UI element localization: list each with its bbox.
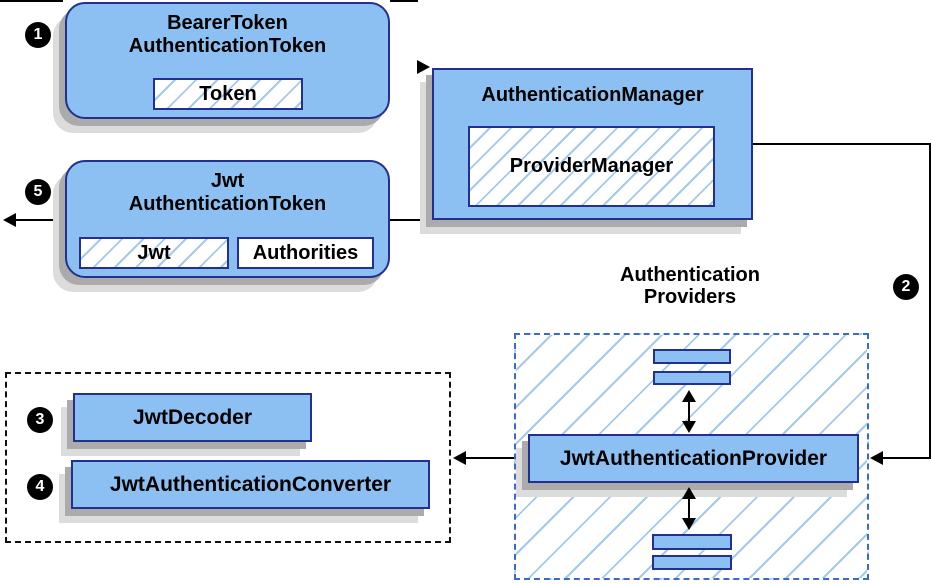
- provider-slot-bar: [653, 371, 731, 385]
- double-arrow-icon: [682, 390, 696, 433]
- chip-token: Token: [153, 78, 303, 110]
- label-line1: Authentication: [620, 264, 760, 286]
- step-marker-4: 4: [27, 474, 53, 500]
- node-jwt-authentication-provider: JwtAuthenticationProvider: [528, 434, 859, 483]
- arrow-stem: [688, 398, 690, 425]
- label-authentication-providers: Authentication Providers: [585, 264, 795, 308]
- node-title: Jwt AuthenticationToken: [67, 162, 388, 216]
- arrowhead-left-icon: [3, 213, 16, 227]
- node-jwt-authentication-token: Jwt AuthenticationToken Jwt Authorities: [65, 160, 390, 278]
- node-bearer-token-authentication-token: BearerToken AuthenticationToken Token: [65, 2, 390, 119]
- flow-line-to-provider: [883, 457, 929, 459]
- arrowhead-down-icon: [682, 421, 696, 433]
- node-title: BearerToken AuthenticationToken: [67, 4, 388, 58]
- double-arrow-icon: [682, 487, 696, 530]
- node-title-line2: AuthenticationToken: [128, 193, 327, 215]
- flow-line-manager-to-jwt-token: [390, 219, 434, 221]
- chip-jwt: Jwt: [79, 237, 229, 269]
- node-authentication-manager: AuthenticationManager ProviderManager: [432, 68, 753, 220]
- node-title-line1: BearerToken: [167, 12, 288, 34]
- provider-slot-bar: [652, 555, 732, 570]
- chip-authorities: Authorities: [237, 237, 374, 269]
- flow-line-jwt-token-out: [16, 219, 65, 221]
- label-line2: Providers: [643, 286, 737, 308]
- chip-provider-manager: ProviderManager: [468, 126, 715, 207]
- node-jwt-authentication-converter: JwtAuthenticationConverter: [71, 460, 430, 509]
- flow-line-request-in: [0, 0, 63, 2]
- node-title: AuthenticationManager: [481, 84, 704, 106]
- flow-line-right-down: [929, 143, 931, 459]
- arrowhead-left-icon: [453, 451, 466, 465]
- arrowhead-left-icon: [870, 451, 883, 465]
- node-jwt-decoder: JwtDecoder: [73, 393, 312, 442]
- node-title-line1: Jwt: [210, 170, 245, 192]
- arrow-stem: [688, 495, 690, 522]
- node-title-line2: AuthenticationToken: [128, 35, 327, 57]
- flow-line-provider-to-decoder: [466, 457, 516, 459]
- step-marker-1: 1: [25, 22, 51, 48]
- group-jwt-tools: [5, 372, 451, 543]
- flow-line-manager-right: [753, 143, 931, 145]
- arrowhead-up-icon: [682, 487, 696, 499]
- arrowhead-up-icon: [682, 390, 696, 402]
- flow-line-token-to-manager: [390, 0, 418, 2]
- provider-slot-bar: [652, 534, 732, 550]
- arrowhead-down-icon: [682, 518, 696, 530]
- step-marker-5: 5: [25, 179, 51, 205]
- step-marker-3: 3: [27, 407, 53, 433]
- provider-slot-bar: [653, 349, 731, 364]
- arrowhead-right-icon: [417, 60, 430, 74]
- step-marker-2: 2: [893, 274, 919, 300]
